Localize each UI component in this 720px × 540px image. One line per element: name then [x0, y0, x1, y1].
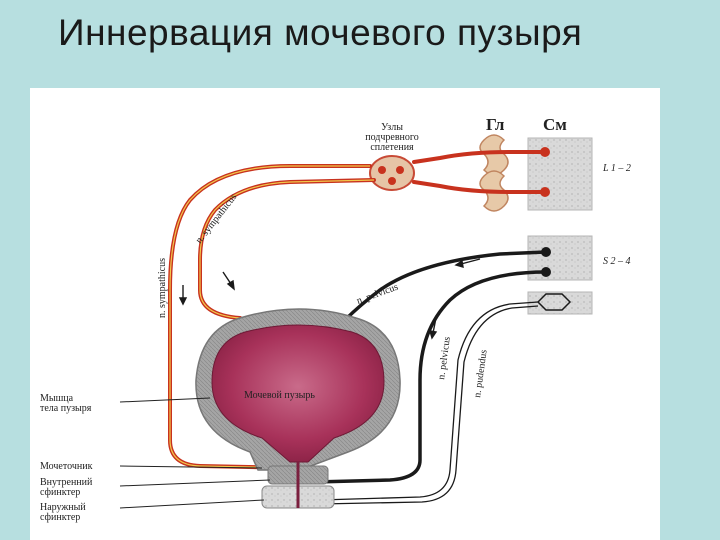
bladder [211, 324, 385, 463]
hypogastric-plexus-node [369, 155, 415, 191]
segment-sacral-label: S 2 – 4 [603, 256, 631, 267]
pudendal-neuron [536, 293, 572, 311]
lumbar-neuron-lower [540, 187, 550, 197]
segment-lumbar-label: L 1 – 2 [602, 163, 631, 174]
internal-sphincter-label-line1: Внутренний [40, 477, 93, 488]
sacral-neuron-lower [541, 267, 551, 277]
ureter-label: Мочеточник [40, 461, 93, 472]
ganglia-header: Гл [486, 115, 505, 134]
bladder-label: Мочевой пузырь [244, 390, 315, 401]
plexus-label-line3: сплетения [370, 142, 414, 153]
n-pelvicus-upper-label: n. pelvicus [355, 282, 400, 307]
spinal-cord-lumbar-segment [527, 137, 593, 211]
pudendal-nerve [319, 301, 539, 501]
lumbar-neuron-upper [540, 147, 550, 157]
plexus-label-line1: Узлы [381, 122, 403, 133]
slide-title: Иннервация мочевого пузыря [58, 12, 583, 53]
pelvic-nerve-upper [343, 250, 548, 322]
plexus-label-line2: подчревного [365, 132, 419, 143]
ganglion-upper [479, 134, 509, 176]
sacral-neuron-upper [541, 247, 551, 257]
internal-sphincter-label-line2: сфинктер [40, 487, 80, 498]
sympathetic-fiber-lower [412, 180, 547, 194]
n-sympathicus-curve-label: n. sympathicus [194, 192, 240, 246]
sympathetic-fiber-upper [412, 150, 547, 164]
n-sympathicus-vertical-label: n. sympathicus [157, 258, 168, 318]
spinal-cord-header: См [543, 115, 567, 134]
n-pelvicus-lower-label: n. pelvicus [436, 336, 453, 381]
muscle-label-line1: Мышца [40, 393, 74, 404]
muscle-label-line2: тела пузыря [40, 403, 92, 414]
external-sphincter-label-line2: сфинктер [40, 512, 80, 523]
n-pudendus-label: n. pudendus [472, 349, 490, 398]
pelvic-nerve-lower [313, 270, 548, 484]
external-sphincter-label-line1: Наружный [40, 502, 86, 513]
